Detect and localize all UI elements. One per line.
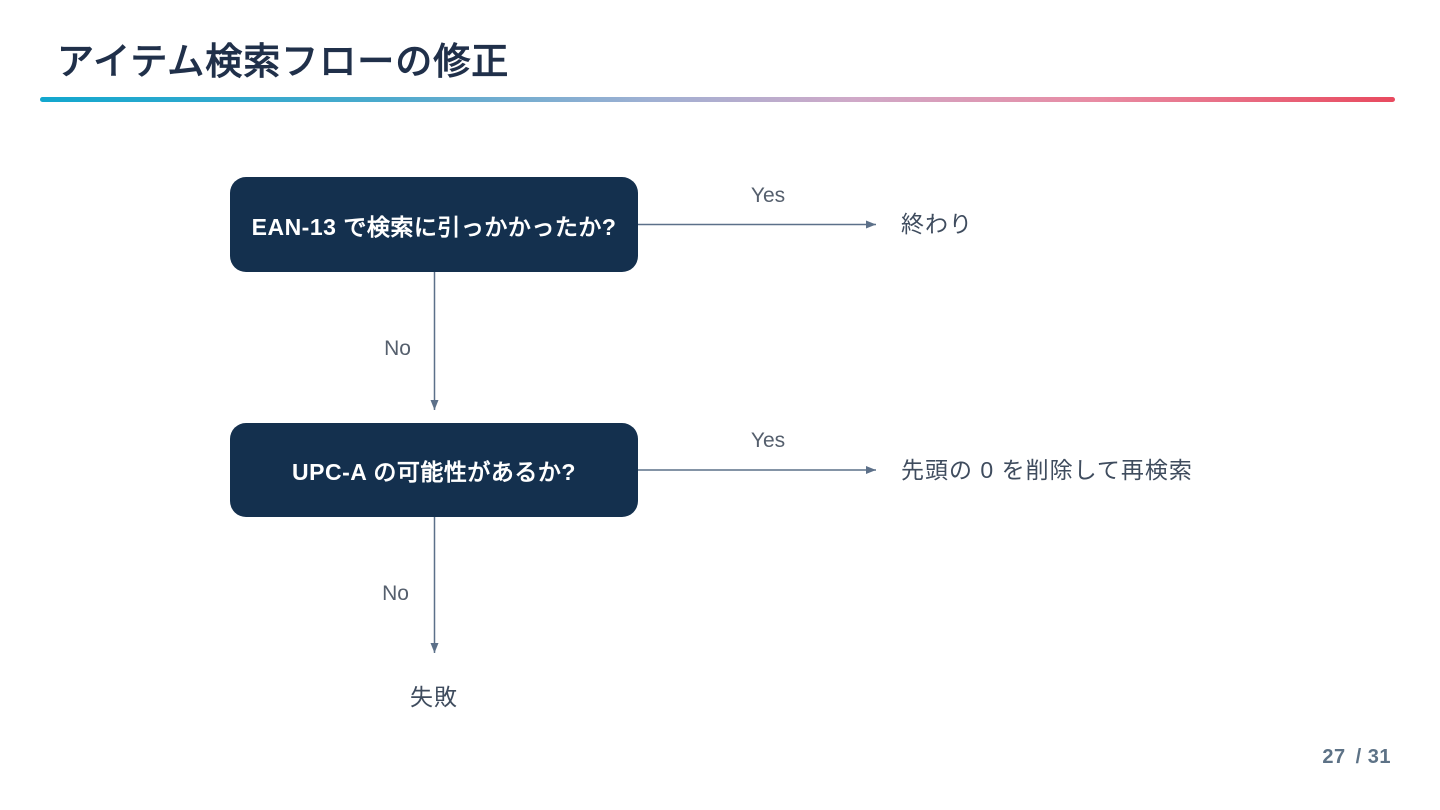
- terminal-fail: 失敗: [410, 684, 458, 710]
- edge-label-yes-1: Yes: [750, 184, 786, 207]
- page-number-current: 27: [1322, 746, 1346, 768]
- terminal-end: 終わり: [901, 211, 973, 237]
- edge-label-yes-2: Yes: [750, 429, 786, 452]
- page-number-total: / 31: [1355, 746, 1391, 768]
- flow-node-upca-question: UPC-A の可能性があるか?: [230, 423, 638, 517]
- edge-label-no-1: No: [384, 337, 411, 360]
- flow-node-ean13-question: EAN-13 で検索に引っかかったか?: [230, 177, 638, 272]
- edge-label-no-2: No: [382, 582, 409, 605]
- terminal-retry: 先頭の 0 を削除して再検索: [901, 457, 1193, 483]
- page-number: 27 / 31: [1322, 746, 1391, 769]
- title-accent-rule: [40, 97, 1395, 102]
- page-title: アイテム検索フローの修正: [57, 41, 510, 82]
